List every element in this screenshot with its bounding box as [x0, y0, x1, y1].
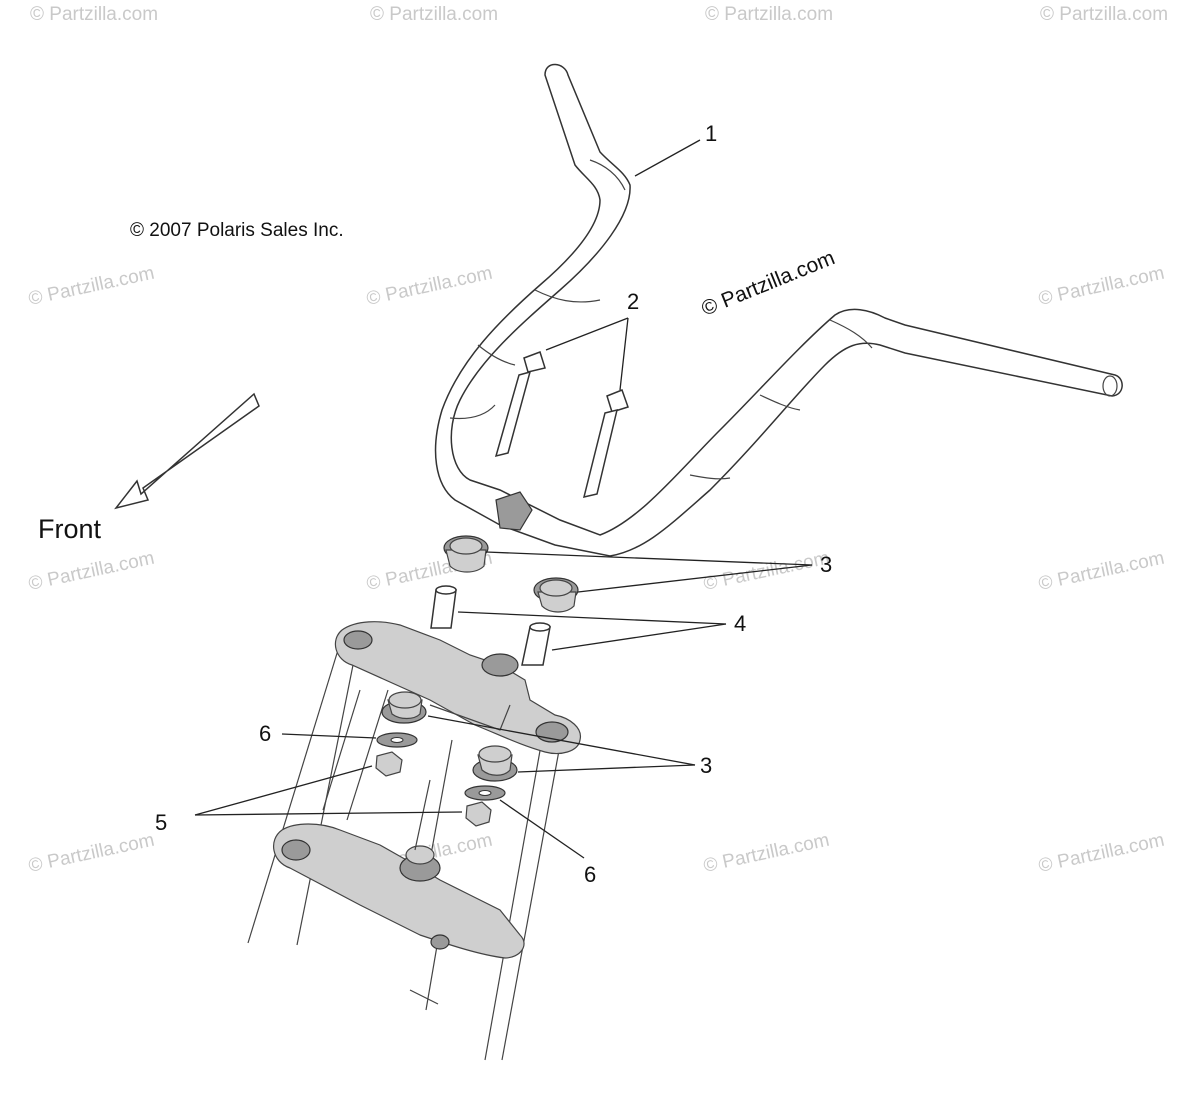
fork-tubes — [247, 649, 561, 1061]
leader-bolt-a — [545, 317, 629, 351]
washer-left — [376, 732, 418, 748]
watermark: © Partzilla.com — [370, 4, 498, 25]
watermark: © Partzilla.com — [27, 548, 157, 595]
washer-right — [464, 785, 506, 801]
callout-handlebar: 1 — [705, 121, 717, 146]
spacer-left — [430, 585, 457, 629]
leader-washer-left — [281, 733, 377, 739]
callout-washer-right: 6 — [584, 862, 596, 887]
callout-bushing-upper: 3 — [820, 552, 832, 577]
callout-washer-left: 6 — [259, 721, 271, 746]
watermark: © Partzilla.com — [1040, 4, 1168, 25]
callout-bolt: 2 — [627, 289, 639, 314]
leader-handlebar — [634, 139, 701, 177]
watermark: © Partzilla.com — [27, 263, 157, 310]
leader-bolt-b — [619, 317, 629, 391]
leader-spacer-a — [457, 611, 727, 625]
lower-triple-clamp — [273, 779, 525, 959]
front-label: Front — [38, 514, 102, 544]
leader-nut-a — [194, 765, 373, 816]
bushing-upper-right — [533, 577, 579, 613]
watermark-layer: © Partzilla.com © Partzilla.com © Partzi… — [27, 4, 1168, 877]
nut-right — [465, 801, 492, 827]
leader-bushing-lower-b — [517, 764, 696, 773]
front-arrow-icon — [114, 392, 260, 510]
watermark: © Partzilla.com — [1037, 548, 1167, 595]
leader-bushing-upper-b — [577, 564, 813, 593]
watermark: © Partzilla.com — [702, 548, 832, 595]
bushing-lower-right — [472, 745, 518, 782]
watermark: © Partzilla.com — [1037, 830, 1167, 877]
copyright-notice: © 2007 Polaris Sales Inc. — [130, 220, 344, 241]
watermark: © Partzilla.com — [30, 4, 158, 25]
leader-bushing-lower-a — [427, 715, 696, 766]
watermark: © Partzilla.com — [27, 830, 157, 877]
leader-nut-b — [194, 811, 463, 816]
watermark: © Partzilla.com — [1037, 263, 1167, 310]
leader-spacer-b — [551, 623, 727, 651]
bushing-upper-left — [443, 535, 489, 573]
upper-triple-clamp — [334, 621, 581, 755]
nut-left — [375, 751, 403, 777]
brand-watermark: © Partzilla.com — [698, 246, 838, 320]
watermark: © Partzilla.com — [365, 263, 495, 310]
callout-bushing-lower: 3 — [700, 753, 712, 778]
leader-bushing-upper-a — [485, 551, 813, 566]
leader-washer-right — [499, 799, 585, 859]
callout-nut: 5 — [155, 810, 167, 835]
spacer-right — [521, 622, 551, 666]
watermark: © Partzilla.com — [702, 830, 832, 877]
copyright-text: © 2007 Polaris Sales Inc. — [130, 220, 344, 241]
handlebar — [434, 63, 1123, 557]
bushing-lower-left — [381, 691, 427, 724]
bolt-right — [582, 389, 629, 499]
bolt-left — [494, 351, 546, 458]
callout-spacer: 4 — [734, 611, 746, 636]
watermark: © Partzilla.com — [705, 4, 833, 25]
